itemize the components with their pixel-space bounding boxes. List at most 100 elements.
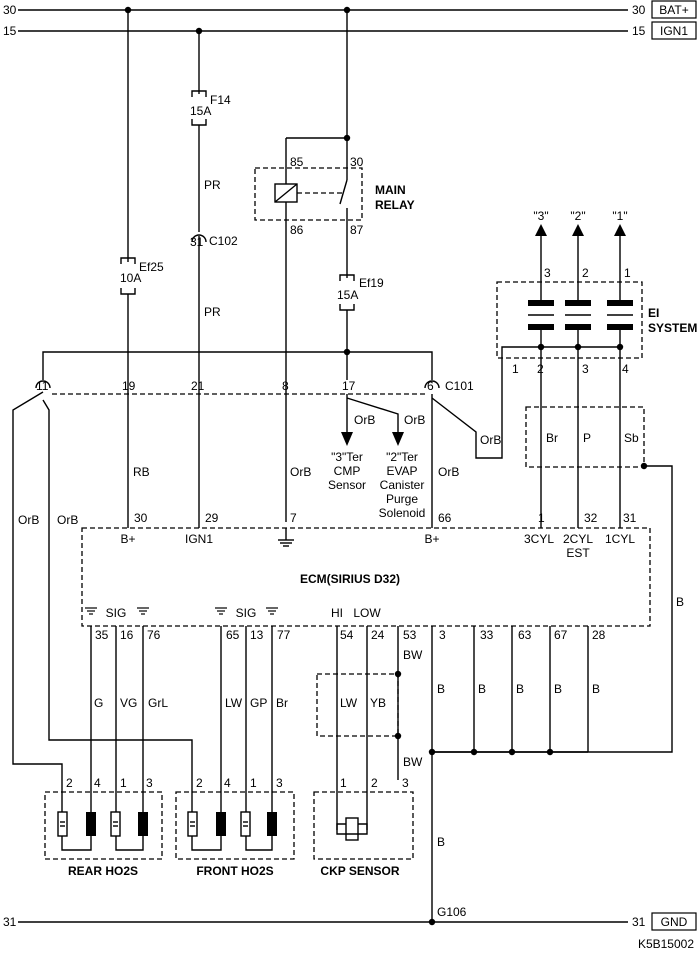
- ecm-pin-66: 66: [438, 511, 452, 525]
- ef19-rating: 15A: [337, 288, 358, 302]
- evap-l1: "2"Ter: [386, 450, 418, 464]
- c101-pin-21: 21: [191, 379, 205, 393]
- evap-l3: Canister: [380, 478, 425, 492]
- ecm-pin-29: 29: [205, 511, 219, 525]
- evap-l2: EVAP: [386, 464, 417, 478]
- figure-code: K5B15002: [638, 937, 694, 951]
- c102-pin: 31: [190, 235, 204, 249]
- ei-output-1: "1": [612, 209, 627, 223]
- rear-pin-3: 3: [146, 776, 153, 790]
- ign-rail-label: IGN1: [660, 24, 688, 38]
- bat-rail: 30 30 BAT+: [3, 0, 697, 19]
- ef25-branch: 10A Ef25 19 RB: [120, 10, 164, 528]
- ckp-sensor: 1 2 3 CKP SENSOR: [313, 776, 414, 878]
- c101-name: C101: [445, 379, 474, 393]
- gnd-rail-num-left: 31: [3, 915, 17, 929]
- ecm-pin-67: 67: [554, 628, 568, 642]
- ecm-label-1cyl: 1CYL: [605, 532, 635, 546]
- wire-pr-lower: PR: [204, 305, 221, 319]
- c101-connector: 11 17 6 C101: [35, 379, 474, 395]
- front-ho2s-label: FRONT HO2S: [196, 864, 273, 878]
- ecm-pin-28: 28: [592, 628, 606, 642]
- ecm-pin-1: 1: [538, 511, 545, 525]
- front-pin-1: 1: [250, 776, 257, 790]
- ei-label-2: SYSTEM: [648, 321, 697, 335]
- ecm-label-sig-rear: SIG: [106, 606, 127, 620]
- front-pin-4: 4: [224, 776, 231, 790]
- wire-orb-ei: OrB: [480, 433, 501, 447]
- ecm-label-sig-front: SIG: [236, 606, 257, 620]
- wire-br-front: Br: [276, 696, 288, 710]
- ecm-label-low: LOW: [353, 606, 381, 620]
- ei-bot-pin-1: 1: [512, 362, 519, 376]
- ecm-pin-30: 30: [134, 511, 148, 525]
- front-pin-2: 2: [196, 776, 203, 790]
- ecm-label-hi: HI: [331, 606, 343, 620]
- ei-system: EI SYSTEM "3" "2" "1" 3 2 1 1 2 3: [496, 209, 697, 376]
- relay-pin-86: 86: [290, 223, 304, 237]
- ecm-label-bplus2: B+: [424, 532, 439, 546]
- ecm-pin-53: 53: [403, 628, 417, 642]
- ground-bus: B B B B B B G106: [428, 626, 600, 926]
- wire-orb-evap: OrB: [404, 413, 425, 427]
- ecm-pin-54: 54: [340, 628, 354, 642]
- wire-lw-front: LW: [225, 696, 243, 710]
- ecm-label-2cyl: 2CYL: [563, 532, 593, 546]
- wire-yb: YB: [370, 696, 386, 710]
- ign-rail-num-right: 15: [632, 24, 646, 38]
- ecm-pin-7: 7: [290, 511, 297, 525]
- rear-ho2s-label: REAR HO2S: [68, 864, 138, 878]
- wire-rb: RB: [133, 465, 150, 479]
- ckp-pin-2: 2: [371, 776, 378, 790]
- wire-sb: Sb: [624, 431, 639, 445]
- ecm-pin-3: 3: [439, 628, 446, 642]
- ecm-label-3cyl: 3CYL: [524, 532, 554, 546]
- ckp-pin-3: 3: [402, 776, 409, 790]
- evap-l4: Purge: [386, 492, 418, 506]
- ecm-pin-63: 63: [518, 628, 532, 642]
- ecm-pin-33: 33: [480, 628, 494, 642]
- ecm-pin-76: 76: [147, 628, 161, 642]
- wire-b-3: B: [437, 682, 445, 696]
- ef19-name: Ef19: [359, 276, 384, 290]
- cmp-l2: CMP: [334, 464, 361, 478]
- wire-bw-upper: BW: [403, 648, 423, 662]
- cmp-l3: Sensor: [328, 478, 366, 492]
- rear-pin-4: 4: [94, 776, 101, 790]
- relay-pin-85: 85: [290, 155, 304, 169]
- relay-label-2: RELAY: [375, 198, 415, 212]
- ecm-pin-77: 77: [277, 628, 291, 642]
- ei-bot-pin-4: 4: [622, 362, 629, 376]
- c101-pin-19: 19: [122, 379, 136, 393]
- f14-branch: 15A F14 PR 31 C102 PR 21: [190, 31, 238, 528]
- ecm-label-est: EST: [566, 546, 590, 560]
- ei-output-2: "2": [570, 209, 585, 223]
- rear-pin-1: 1: [120, 776, 127, 790]
- wire-br: Br: [546, 431, 558, 445]
- ei-label-1: EI: [648, 306, 659, 320]
- ground-g106: G106: [437, 905, 467, 919]
- wire-g: G: [94, 696, 103, 710]
- ei-top-pin-2: 2: [582, 266, 589, 280]
- ecm-pin-35: 35: [95, 628, 109, 642]
- evap-l5: Solenoid: [379, 506, 426, 520]
- wire-orb-left2: OrB: [57, 513, 78, 527]
- wire-pr-upper: PR: [204, 178, 221, 192]
- relay-pin-30: 30: [350, 155, 364, 169]
- ecm-pin-13: 13: [250, 628, 264, 642]
- gnd-rail: 31 31 GND: [3, 912, 697, 931]
- relay-label-1: MAIN: [375, 183, 406, 197]
- wire-b-ground: B: [437, 835, 445, 849]
- relay-pin-87: 87: [350, 223, 364, 237]
- ecm-pin-65: 65: [226, 628, 240, 642]
- ef25-name: Ef25: [139, 260, 164, 274]
- wire-bw-lower: BW: [403, 755, 423, 769]
- gnd-rail-label: GND: [661, 915, 688, 929]
- wire-b-67: B: [554, 682, 562, 696]
- ign-rail: 15 15 IGN1: [3, 21, 697, 40]
- c101-pin-8: 8: [282, 379, 289, 393]
- ecm-label-ign1: IGN1: [185, 532, 213, 546]
- ef19-branch: 15A Ef19: [337, 240, 384, 352]
- ecm-pin-16: 16: [120, 628, 134, 642]
